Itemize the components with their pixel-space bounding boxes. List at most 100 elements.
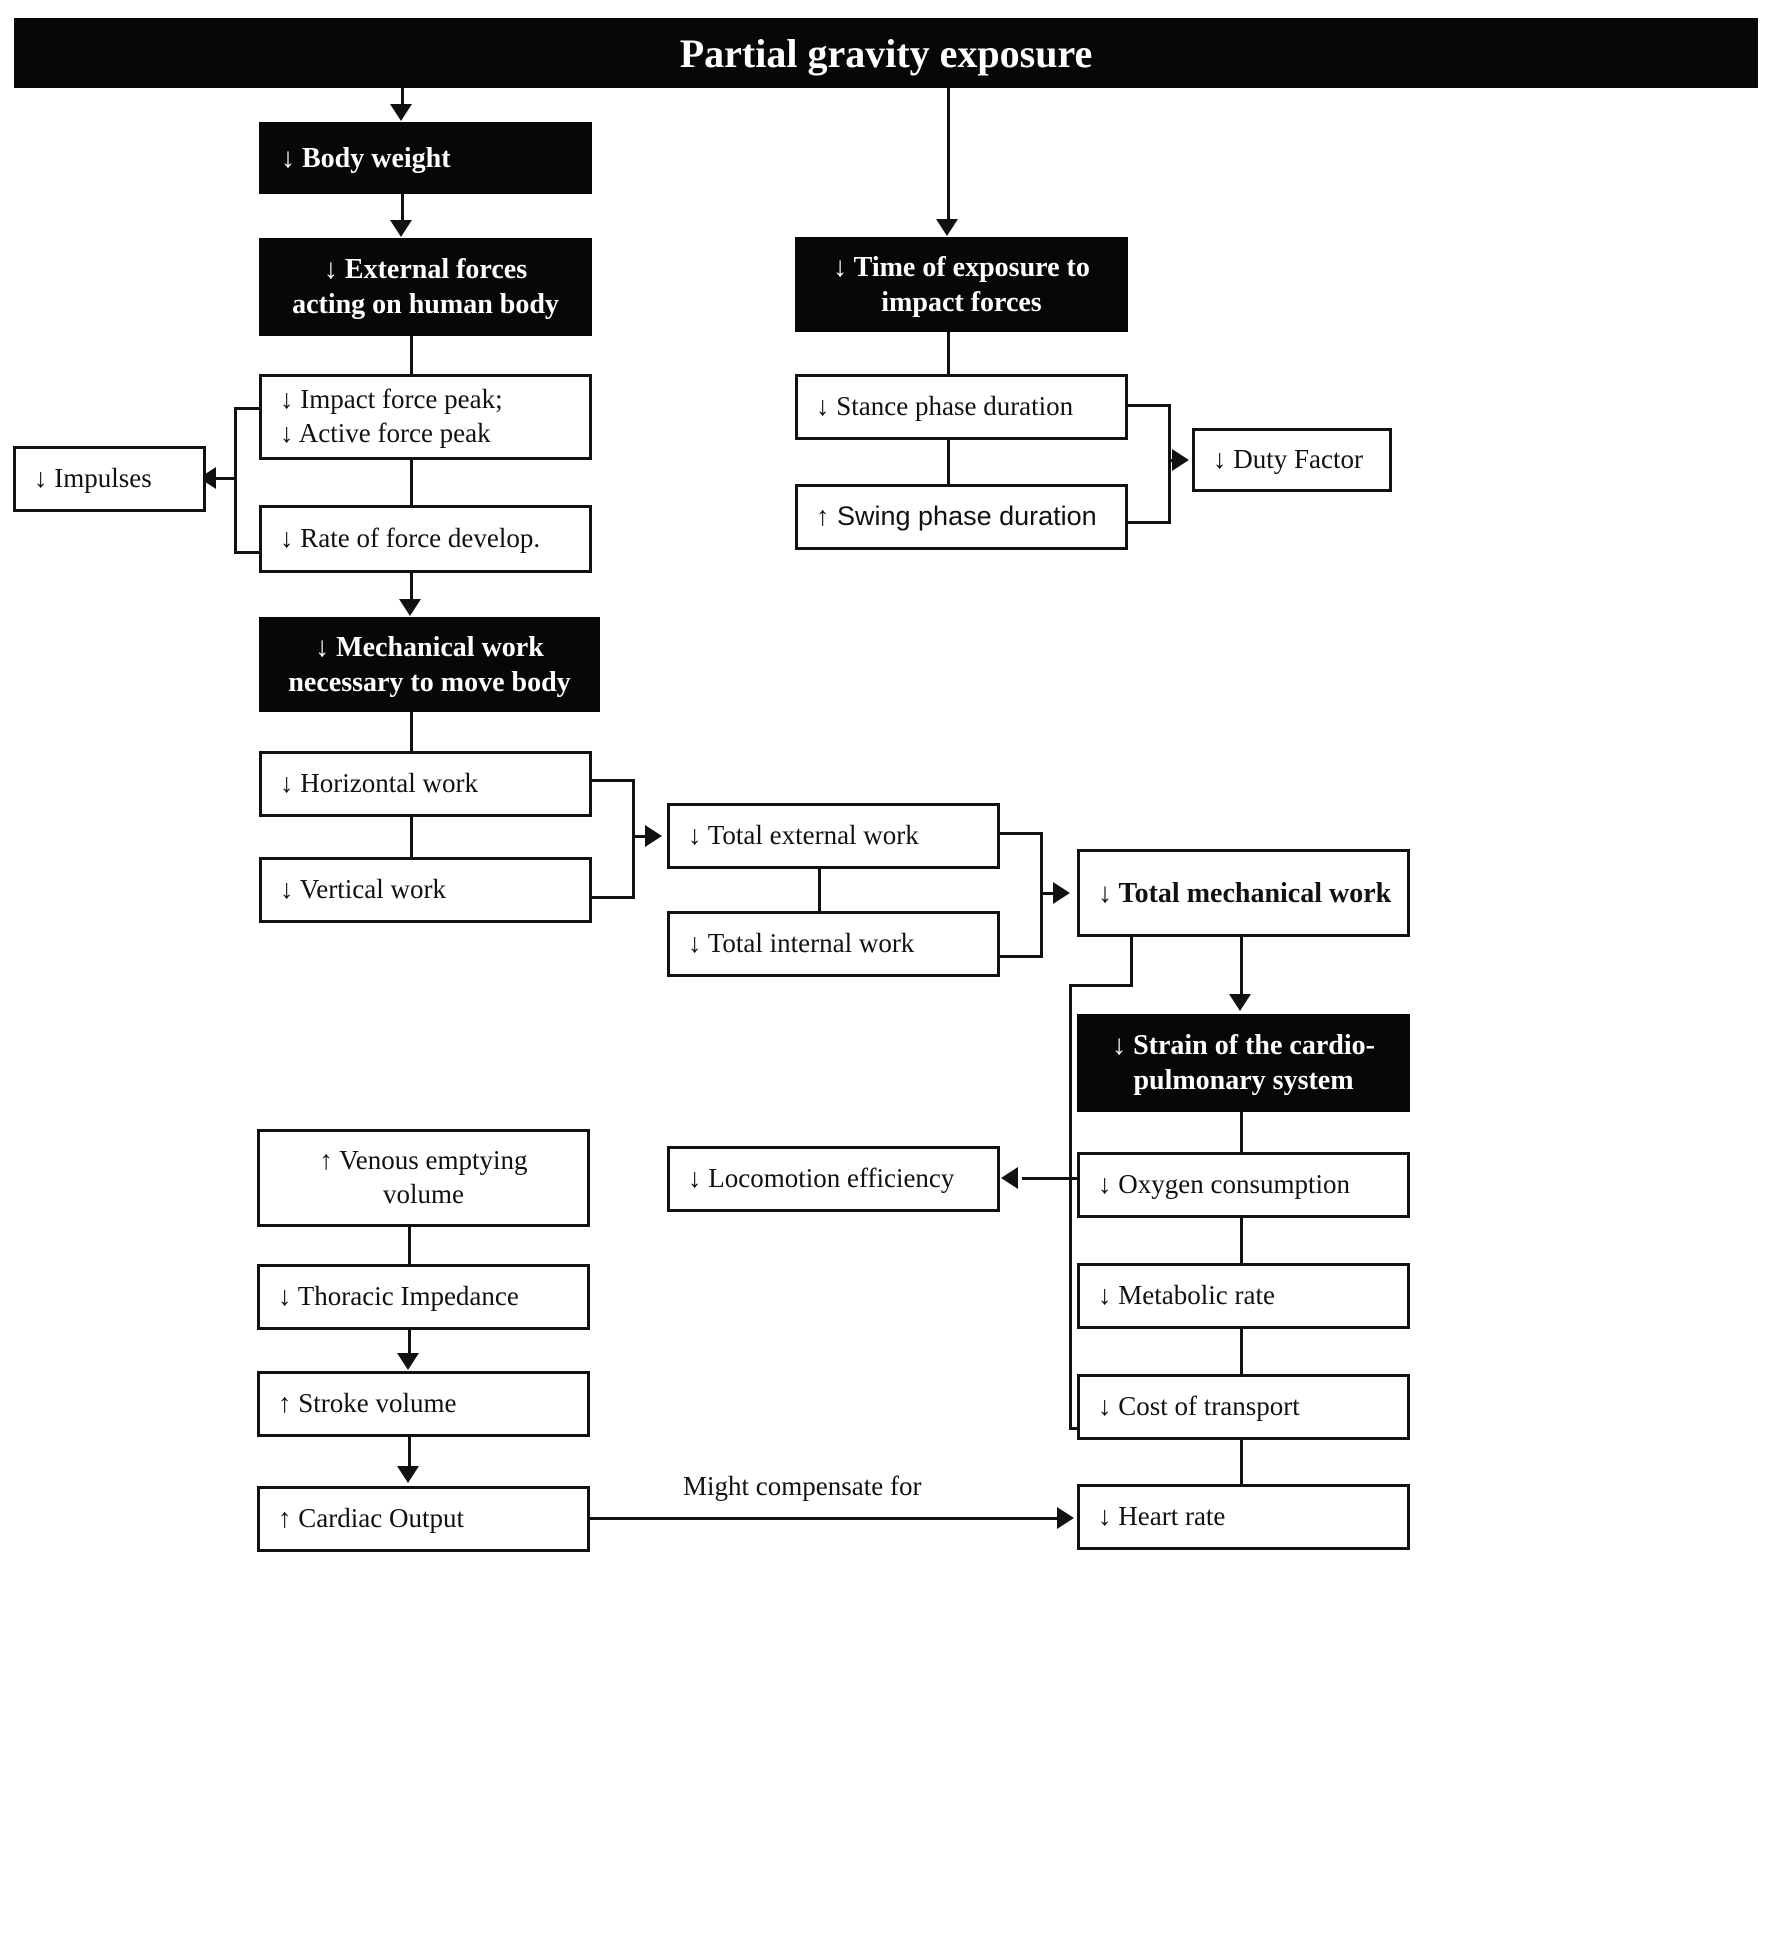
edge-body-weight-to-external-forces: [401, 194, 404, 222]
edge-bracket-swing-out: [1126, 521, 1171, 524]
edge-cost-to-heart-rate: [1240, 1438, 1243, 1486]
node-venous-emptying-volume[interactable]: ↑ Venous emptying volume: [257, 1129, 590, 1227]
edge-label-might-compensate-for-text: Might compensate for: [683, 1471, 922, 1501]
node-stroke-volume[interactable]: ↑ Stroke volume: [257, 1371, 590, 1437]
node-external-forces[interactable]: ↓ External forces acting on human body: [259, 238, 592, 336]
node-duty-factor-label: ↓ Duty Factor: [1213, 444, 1363, 475]
node-body-weight-label: ↓ Body weight: [281, 142, 451, 174]
node-impact-active-force-peak-label: ↓ Impact force peak; ↓ Active force peak: [280, 384, 503, 448]
node-vertical-work[interactable]: ↓ Vertical work: [259, 857, 592, 923]
node-cardiac-output[interactable]: ↑ Cardiac Output: [257, 1486, 590, 1552]
node-body-weight[interactable]: ↓ Body weight: [259, 122, 592, 194]
diagram-title-bar: Partial gravity exposure: [14, 18, 1758, 88]
arrowhead-duty-factor: [1172, 449, 1189, 471]
edge-bracket-vertical-out: [590, 896, 635, 899]
edge-label-might-compensate-for: Might compensate for: [683, 1471, 921, 1502]
node-stroke-volume-label: ↑ Stroke volume: [278, 1388, 457, 1419]
node-oxygen-consumption[interactable]: ↓ Oxygen consumption: [1077, 1152, 1410, 1218]
diagram-title: Partial gravity exposure: [679, 30, 1093, 76]
node-horizontal-work-label: ↓ Horizontal work: [280, 768, 478, 799]
edge-bracket-vertical-impulses: [234, 407, 237, 554]
edge-bracket-extwork-out: [998, 832, 1042, 835]
edge-to-impulses-horizontal: [215, 477, 237, 480]
node-locomotion-efficiency-label: ↓ Locomotion efficiency: [688, 1163, 955, 1194]
node-total-external-work[interactable]: ↓ Total external work: [667, 803, 1000, 869]
arrowhead-heart-rate: [1057, 1507, 1074, 1529]
node-thoracic-impedance-label: ↓ Thoracic Impedance: [278, 1281, 519, 1312]
node-thoracic-impedance[interactable]: ↓ Thoracic Impedance: [257, 1264, 590, 1330]
node-swing-phase-duration[interactable]: ↑ Swing phase duration: [795, 484, 1128, 550]
edge-stroke-to-cardiac: [408, 1435, 411, 1468]
node-impulses[interactable]: ↓ Impulses: [13, 446, 206, 512]
node-strain-cardiopulmonary[interactable]: ↓ Strain of the cardio- pulmonary system: [1077, 1014, 1410, 1112]
edge-bracket-rate-to-impulses: [234, 551, 261, 554]
node-total-internal-work-label: ↓ Total internal work: [688, 928, 915, 959]
node-swing-phase-duration-label: ↑ Swing phase duration: [816, 501, 1097, 532]
edge-bracket-intwork-out: [998, 955, 1042, 958]
arrowhead-total-external-work: [645, 825, 662, 847]
node-total-mechanical-work[interactable]: ↓ Total mechanical work: [1077, 849, 1410, 937]
edge-rate-of-force-to-mechanical-work: [410, 571, 413, 603]
arrowhead-stroke-volume: [397, 1353, 419, 1370]
node-metabolic-rate-label: ↓ Metabolic rate: [1098, 1280, 1275, 1311]
edge-horizontal-to-vertical-work: [410, 815, 413, 859]
edge-title-to-time-exposure: [947, 88, 950, 226]
edge-strain-to-oxygen: [1240, 1112, 1243, 1154]
edge-mechanical-work-left-down: [1130, 935, 1133, 987]
arrowhead-cardiac-output: [397, 1466, 419, 1483]
node-time-of-exposure-label: ↓ Time of exposure to impact forces: [833, 251, 1090, 318]
edge-metabolic-to-cost: [1240, 1327, 1243, 1376]
node-heart-rate[interactable]: ↓ Heart rate: [1077, 1484, 1410, 1550]
edge-total-mechanical-to-strain: [1240, 935, 1243, 996]
node-horizontal-work[interactable]: ↓ Horizontal work: [259, 751, 592, 817]
node-cost-of-transport-label: ↓ Cost of transport: [1098, 1391, 1300, 1422]
node-mechanical-work[interactable]: ↓ Mechanical work necessary to move body: [259, 617, 600, 712]
edge-down-to-cost-of-transport: [1069, 984, 1072, 1430]
node-total-internal-work[interactable]: ↓ Total internal work: [667, 911, 1000, 977]
node-heart-rate-label: ↓ Heart rate: [1098, 1501, 1226, 1532]
node-locomotion-efficiency[interactable]: ↓ Locomotion efficiency: [667, 1146, 1000, 1212]
node-rate-of-force-develop[interactable]: ↓ Rate of force develop.: [259, 505, 592, 573]
arrowhead-strain-cardiopulmonary: [1229, 994, 1251, 1011]
node-strain-cardiopulmonary-label: ↓ Strain of the cardio- pulmonary system: [1112, 1030, 1375, 1096]
edge-bracket-horizontal-out: [590, 779, 635, 782]
edge-into-cost-of-transport: [1069, 1427, 1079, 1430]
node-cardiac-output-label: ↑ Cardiac Output: [278, 1503, 464, 1534]
arrowhead-total-mechanical-work: [1053, 882, 1070, 904]
edge-cardiac-to-heart-rate: [590, 1517, 1062, 1520]
edge-thoracic-to-stroke: [408, 1328, 411, 1355]
node-metabolic-rate[interactable]: ↓ Metabolic rate: [1077, 1263, 1410, 1329]
node-duty-factor[interactable]: ↓ Duty Factor: [1192, 428, 1392, 492]
arrowhead-time-exposure: [936, 219, 958, 236]
node-stance-phase-duration-label: ↓ Stance phase duration: [816, 391, 1074, 422]
edge-bracket-work-join: [1040, 832, 1043, 958]
node-total-external-work-label: ↓ Total external work: [688, 820, 919, 851]
edge-oxygen-to-locomotion: [1022, 1177, 1078, 1180]
edge-oxygen-to-metabolic: [1240, 1216, 1243, 1265]
node-mechanical-work-label: ↓ Mechanical work necessary to move body: [288, 631, 571, 698]
node-venous-emptying-volume-label: ↑ Venous emptying volume: [319, 1145, 528, 1209]
arrowhead-body-weight: [390, 104, 412, 121]
edge-time-exposure-to-stance: [947, 332, 950, 376]
arrowhead-mechanical-work: [399, 599, 421, 616]
edge-bracket-vertical-join: [632, 779, 635, 899]
edge-bracket-stance-out: [1126, 404, 1171, 407]
node-oxygen-consumption-label: ↓ Oxygen consumption: [1098, 1169, 1350, 1200]
edge-total-external-to-internal: [818, 867, 821, 913]
node-vertical-work-label: ↓ Vertical work: [280, 874, 446, 905]
node-impulses-label: ↓ Impulses: [34, 463, 152, 494]
edge-mechanical-work-to-horizontal-work: [410, 712, 413, 753]
node-cost-of-transport[interactable]: ↓ Cost of transport: [1077, 1374, 1410, 1440]
edge-external-forces-to-impact-peak: [410, 336, 413, 376]
node-total-mechanical-work-label: ↓ Total mechanical work: [1098, 877, 1392, 909]
node-impact-active-force-peak[interactable]: ↓ Impact force peak; ↓ Active force peak: [259, 374, 592, 460]
edge-bracket-dutyfactor-join: [1168, 404, 1171, 524]
node-stance-phase-duration[interactable]: ↓ Stance phase duration: [795, 374, 1128, 440]
edge-title-to-body-weight: [401, 88, 404, 112]
edge-mechanical-work-left-horizontal: [1069, 984, 1133, 987]
edge-bracket-impact-to-impulses: [234, 407, 261, 410]
edge-venous-to-thoracic: [408, 1227, 411, 1267]
arrowhead-external-forces: [390, 220, 412, 237]
node-time-of-exposure[interactable]: ↓ Time of exposure to impact forces: [795, 237, 1128, 332]
